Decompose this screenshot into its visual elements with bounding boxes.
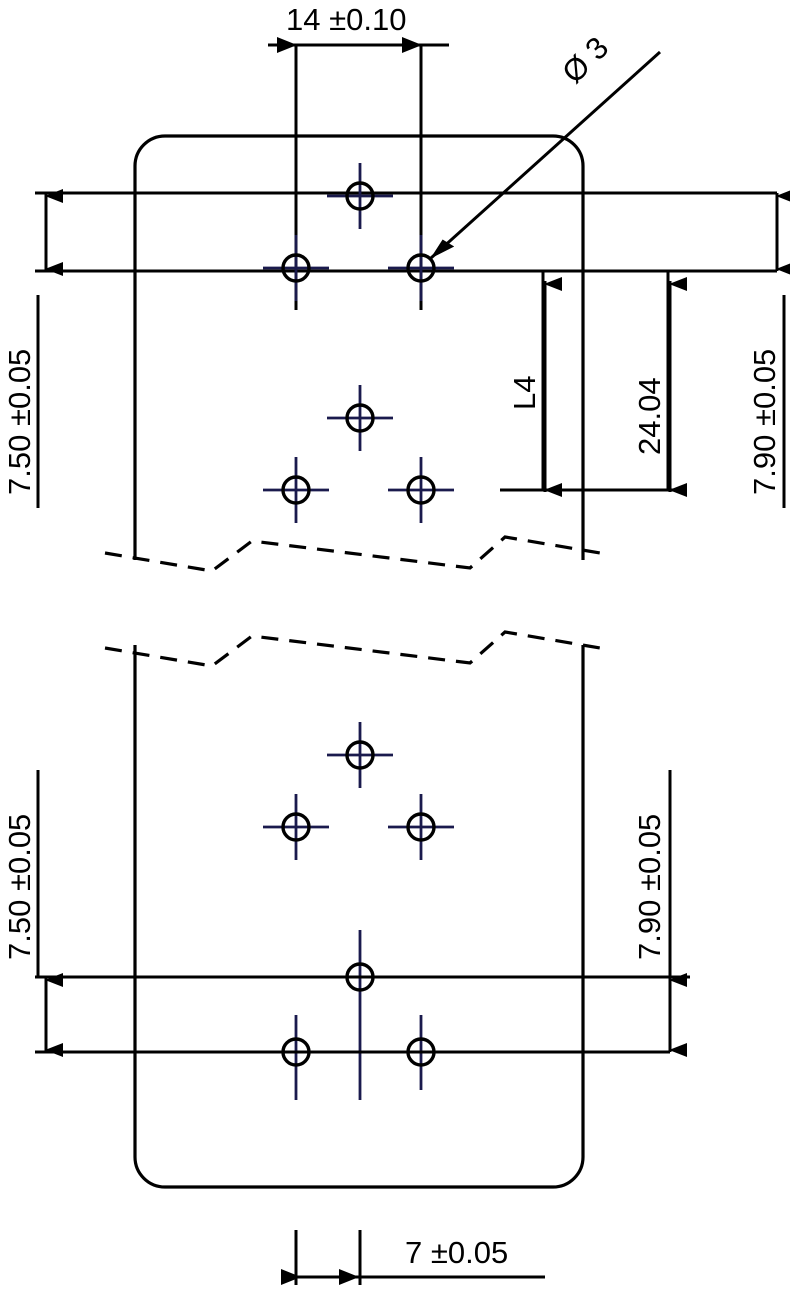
- dimension-upper-left: [36, 189, 63, 508]
- hole-upper-row4-left: [263, 457, 329, 523]
- dimension-upper-right-label: 7.90 ±0.05: [747, 349, 782, 495]
- dimension-inner-l4-label: L4: [507, 376, 542, 410]
- diameter-label: Ø 3: [555, 30, 615, 90]
- lower-plate-outline: [133, 645, 585, 1189]
- dimension-bottom-width-label: 7 ±0.05: [405, 1235, 508, 1270]
- dimension-inner-2404-label: 24.04: [632, 377, 667, 455]
- hole-upper-top-center: [327, 163, 393, 229]
- hole-lower-row2-left: [263, 794, 329, 860]
- hole-upper-row2-left: [263, 235, 329, 301]
- hole-lower-row2-right: [388, 794, 454, 860]
- hole-lower-row3-center: [327, 930, 393, 1100]
- upper-break-line: [104, 535, 601, 573]
- dimension-lower-left-label: 7.50 ±0.05: [2, 814, 37, 960]
- upper-plate-outline: [133, 134, 585, 560]
- hole-upper-row4-right: [388, 457, 454, 523]
- hole-group-upper: [263, 163, 454, 523]
- lower-break-line: [104, 630, 601, 668]
- hole-lower-row4-left: [263, 1015, 329, 1100]
- upper-extension-lines: [35, 45, 777, 492]
- lower-extension-lines: [35, 770, 690, 1285]
- hole-group-lower: [263, 722, 454, 1100]
- dimension-upper-right: [775, 189, 790, 508]
- dimension-upper-left-label: 7.50 ±0.05: [2, 349, 37, 495]
- diameter-leader: [429, 50, 662, 260]
- hole-upper-row2-right: [388, 235, 454, 301]
- hole-lower-top-center: [327, 722, 393, 788]
- dimension-top-width-label: 14 ±0.10: [286, 2, 406, 37]
- dimension-lower-right-label: 7.90 ±0.05: [632, 814, 667, 960]
- hole-upper-row3-center: [327, 385, 393, 451]
